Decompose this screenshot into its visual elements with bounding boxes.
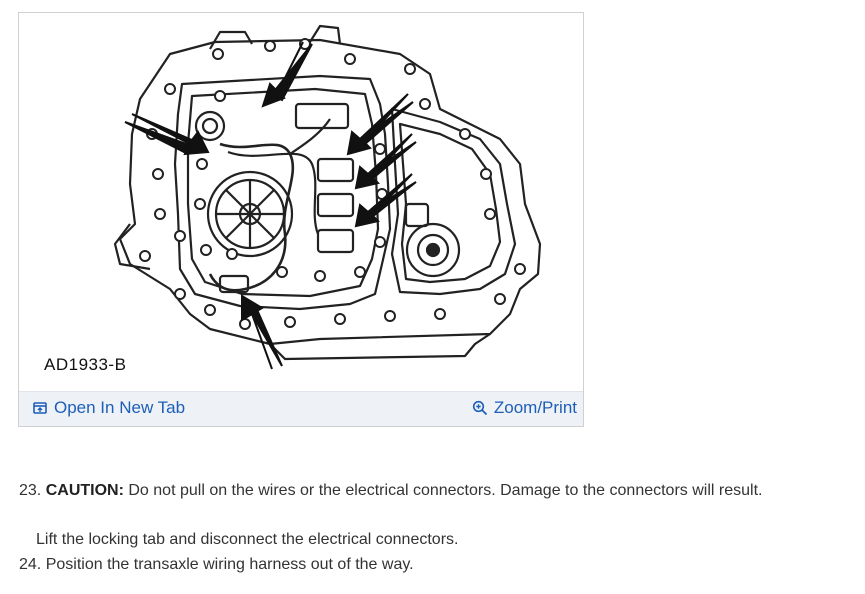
step-24: 24. Position the transaxle wiring harnes… — [19, 555, 414, 574]
figure-frame: AD1933-B Open In New Tab Zoom/Print — [18, 12, 584, 427]
transaxle-valve-body-illustration[interactable]: AD1933-B — [20, 14, 582, 394]
valve-body-drawing — [113, 24, 542, 370]
step-number: 24. — [19, 556, 42, 573]
figure-toolbar: Open In New Tab Zoom/Print — [19, 391, 583, 426]
zoom-in-icon — [472, 400, 487, 416]
step-number: 23. — [19, 482, 42, 499]
open-in-new-tab-icon — [33, 402, 47, 414]
open-in-new-tab-label: Open In New Tab — [54, 398, 186, 417]
caution-text: Do not pull on the wires or the electric… — [128, 482, 763, 499]
figure-code-label: AD1933-B — [44, 355, 127, 374]
open-in-new-tab-link[interactable]: Open In New Tab — [32, 398, 185, 418]
step-23-instruction: Lift the locking tab and disconnect the … — [36, 531, 459, 548]
zoom-print-label: Zoom/Print — [493, 398, 577, 417]
step-23: 23. CAUTION: Do not pull on the wires or… — [19, 481, 762, 500]
step-text: Position the transaxle wiring harness ou… — [45, 556, 414, 573]
caution-label: CAUTION: — [45, 482, 124, 499]
zoom-print-link[interactable]: Zoom/Print — [472, 398, 577, 418]
